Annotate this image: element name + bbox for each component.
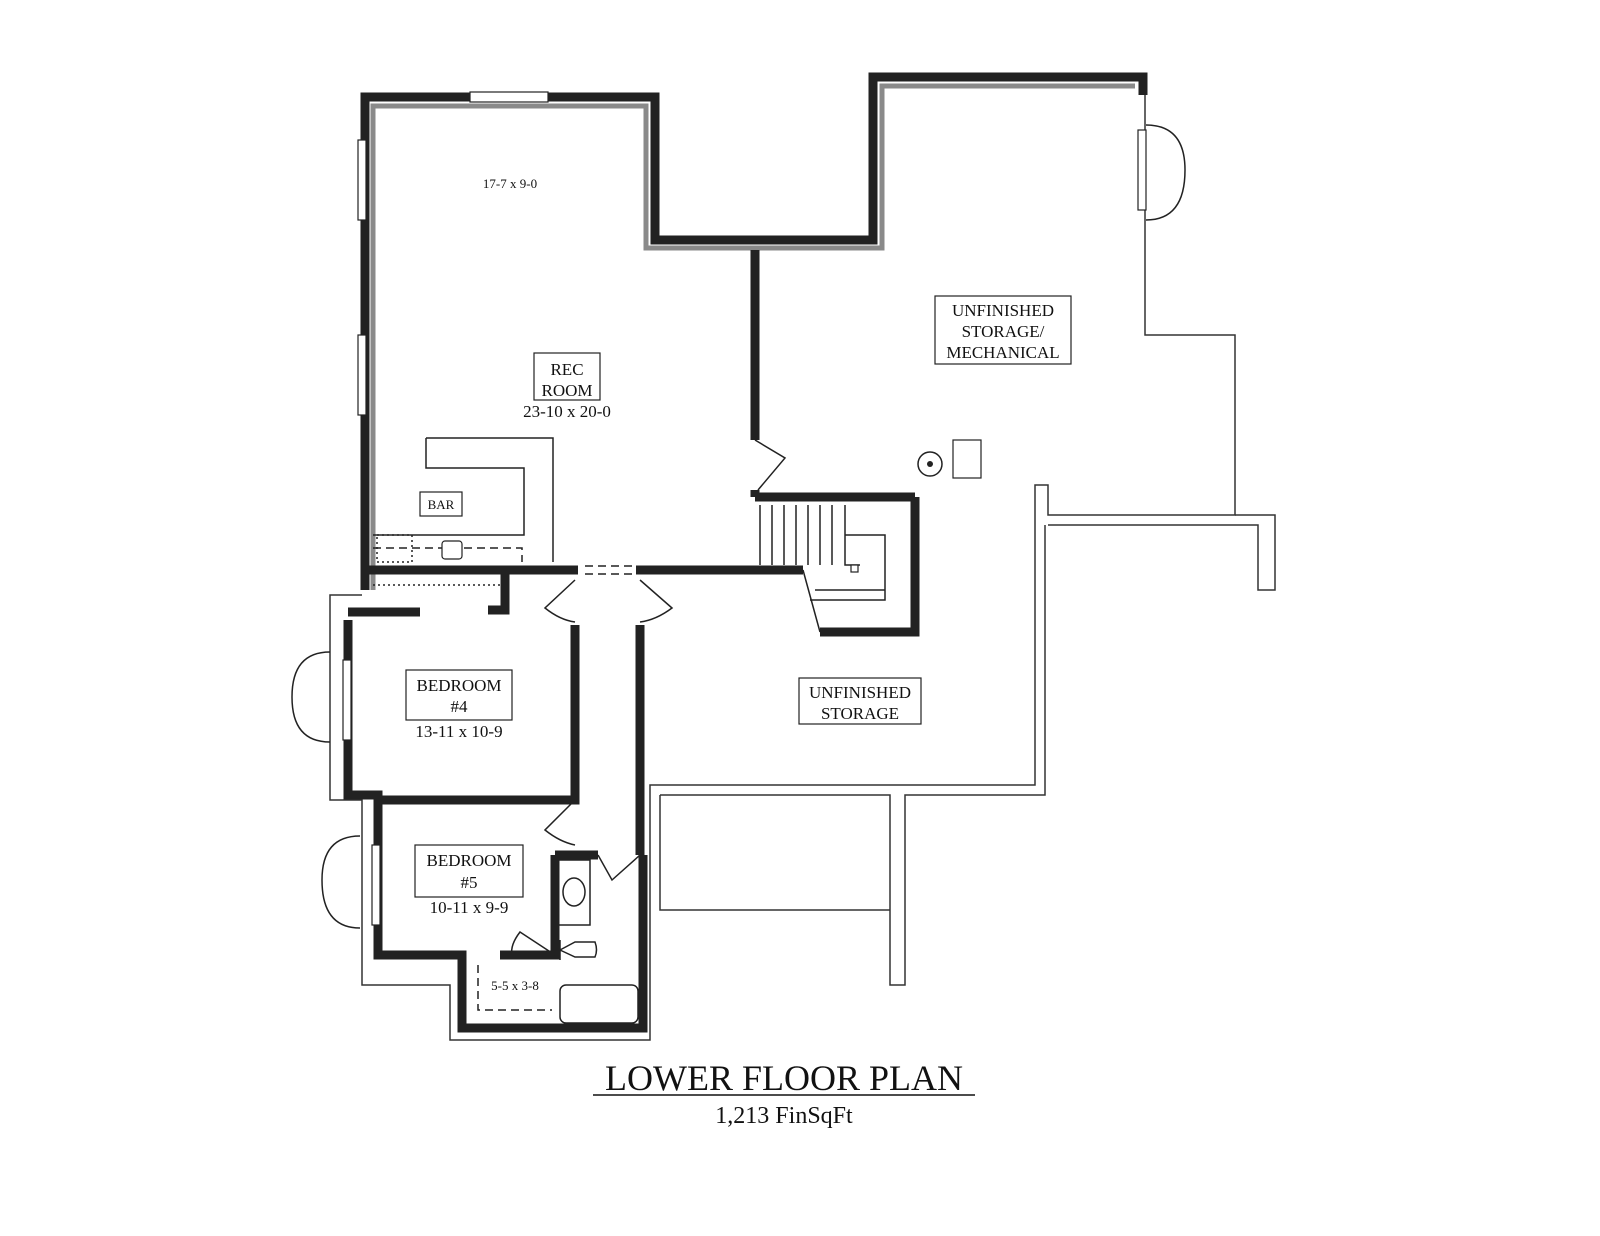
bar-counter <box>373 437 554 586</box>
doors <box>510 439 787 956</box>
furnace-icon <box>952 439 982 479</box>
mechanical-name-2: STORAGE/ <box>962 322 1045 341</box>
bedroom5-number: #5 <box>461 873 478 892</box>
rec-room-label-box <box>533 352 601 401</box>
rec-alcove-dimensions: 17-7 x 9-0 <box>483 176 537 191</box>
rec-room-name-2: ROOM <box>541 381 592 400</box>
bedroom4-dimensions: 13-11 x 10-9 <box>415 722 502 741</box>
plan-subtitle: 1,213 FinSqFt <box>715 1103 853 1129</box>
mechanical-equipment <box>917 439 982 479</box>
rec-room-dimensions: 23-10 x 20-0 <box>523 402 611 421</box>
windows <box>291 91 1186 929</box>
rec-room-name: REC <box>550 360 583 379</box>
water-heater-icon <box>917 451 943 477</box>
bedroom4-number: #4 <box>451 697 469 716</box>
storage-name-1: UNFINISHED <box>809 683 911 702</box>
toilet-icon <box>558 940 598 960</box>
bedroom5-label-box <box>414 844 524 898</box>
mechanical-label-box <box>934 295 1072 365</box>
storage-label-box <box>798 677 922 725</box>
bedroom4-name: BEDROOM <box>416 676 501 695</box>
plan-title: LOWER FLOOR PLAN <box>605 1058 963 1098</box>
mechanical-name-1: UNFINISHED <box>952 301 1054 320</box>
bar-label: BAR <box>428 497 455 512</box>
sink-icon <box>562 877 586 907</box>
bathtub-icon <box>559 984 639 1024</box>
stairs <box>759 505 886 633</box>
closet-dimensions: 5-5 x 3-8 <box>491 978 539 993</box>
sink-icon <box>441 540 463 560</box>
bedroom4-label-box <box>405 669 513 721</box>
bedroom5-name: BEDROOM <box>426 851 511 870</box>
bath-fixtures <box>477 859 639 1024</box>
foundation-outline <box>329 80 1276 1041</box>
mechanical-name-3: MECHANICAL <box>946 343 1059 362</box>
storage-name-2: STORAGE <box>821 704 899 723</box>
bar-label-box <box>419 491 463 517</box>
exterior-walls <box>343 72 1148 1033</box>
bedroom5-dimensions: 10-11 x 9-9 <box>430 898 509 917</box>
